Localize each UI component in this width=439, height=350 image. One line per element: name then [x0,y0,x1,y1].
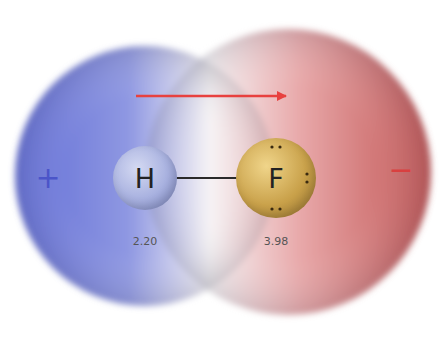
electron-cloud [15,29,431,315]
bond-line [175,177,238,179]
electron-dot [305,180,308,183]
atom-sphere: F [236,138,316,218]
electronegativity-value: 3.98 [264,236,289,247]
element-symbol: F [268,165,284,192]
electronegativity-value: 2.20 [133,236,158,247]
electron-dot [278,145,281,148]
electron-dot [270,207,273,210]
electron-dot [278,207,281,210]
element-symbol: H [135,165,155,192]
atom-sphere: H [113,146,177,210]
charge-sign: − [388,155,413,185]
charge-sign: + [35,163,60,193]
dipole-arrow [136,95,286,98]
electron-dot [270,145,273,148]
electron-dot [305,172,308,175]
